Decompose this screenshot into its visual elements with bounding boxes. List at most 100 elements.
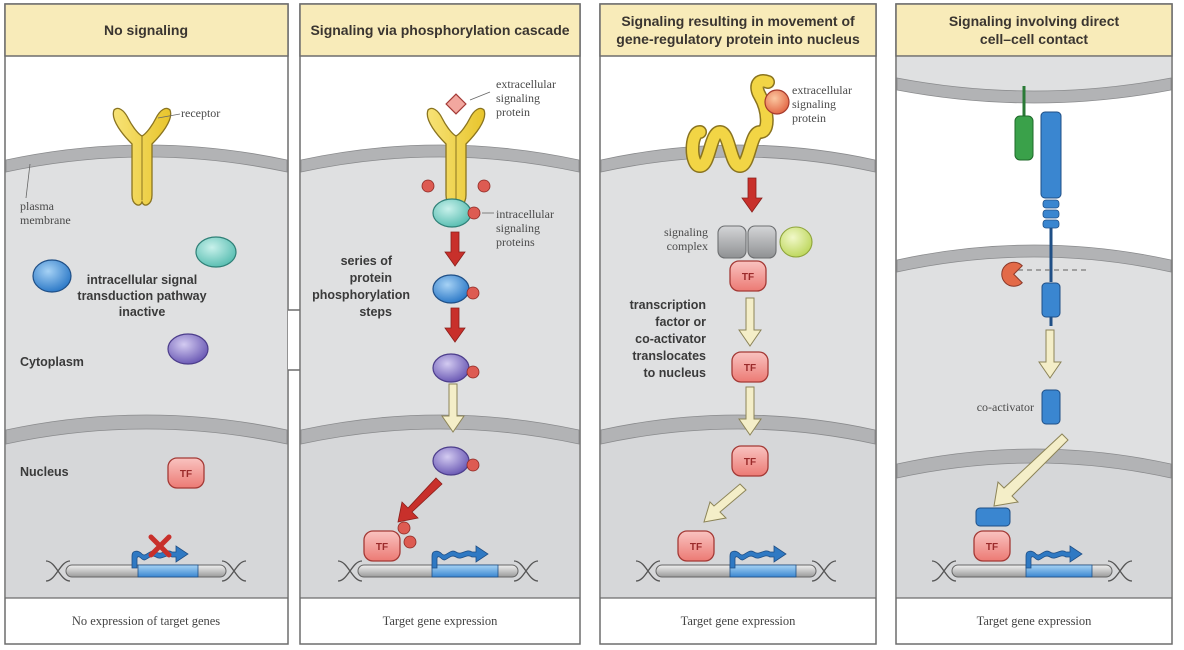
tf-label: TF <box>742 272 754 283</box>
nucleus-region <box>6 415 287 598</box>
pathway-label-1: intracellular signal <box>87 273 197 287</box>
translocation-label-1: transcription <box>630 298 706 312</box>
neighbor-cell-membrane <box>896 77 1172 104</box>
pale-diagonal-arrow-icon <box>993 433 1069 507</box>
intracellular-label-2: signaling <box>496 221 540 235</box>
panel-nuclear-translocation: Signaling resulting in movement of gene-… <box>599 3 877 645</box>
complex-label-2: complex <box>667 239 708 253</box>
gpcr-receptor-icon <box>687 75 774 172</box>
dna-icon <box>45 560 247 582</box>
phosphate-icon <box>467 206 481 220</box>
teal-protein-icon <box>195 236 237 268</box>
protease-icon <box>1001 261 1023 287</box>
extracellular-label-3: protein <box>792 111 826 125</box>
dna-icon <box>931 560 1133 582</box>
complex-label-1: signaling <box>664 225 708 239</box>
gene-region <box>729 564 797 578</box>
extracellular-label-2: signaling <box>792 97 836 111</box>
dna-icon <box>635 560 837 582</box>
notch-repeat-icon <box>1042 199 1060 209</box>
tf-label: TF <box>986 542 998 553</box>
panel-no-signaling: No signaling receptor plasma membrane in… <box>4 3 289 645</box>
translocation-label-3: co-activator <box>635 332 706 346</box>
pathway-label-3: inactive <box>119 305 166 319</box>
blocked-x-icon <box>148 534 172 558</box>
tf-label: TF <box>180 469 192 480</box>
panel-footer: Target gene expression <box>383 614 499 628</box>
notch-repeat-icon <box>1042 209 1060 219</box>
coactivator-bound-icon <box>975 507 1011 527</box>
translocation-label-5: to nucleus <box>643 366 706 380</box>
notch-repeat-icon <box>1042 219 1060 229</box>
panel-header <box>4 3 289 57</box>
purple-protein-icon <box>432 353 470 383</box>
nuclear-envelope <box>896 448 1172 479</box>
panel-header <box>299 3 581 57</box>
panel-title-line-2: cell–cell contact <box>980 31 1089 47</box>
phosphate-icon <box>397 521 411 535</box>
nucleus-region <box>897 449 1171 598</box>
nuclear-envelope <box>300 414 580 445</box>
extracellular-label-2: signaling <box>496 91 540 105</box>
extracellular-label-1: extracellular <box>792 83 852 97</box>
panel-title: No signaling <box>104 22 188 38</box>
phosphate-icon <box>421 179 435 193</box>
cascade-label-4: steps <box>359 305 392 319</box>
ligand-icon <box>764 89 790 115</box>
intracellular-label-3: proteins <box>496 235 535 249</box>
intracellular-label-1: intracellular <box>496 207 554 221</box>
panel-footer: Target gene expression <box>977 614 1093 628</box>
neighbor-cell-region <box>897 57 1171 91</box>
ligand-icon <box>445 93 467 115</box>
purple-protein-icon <box>432 446 470 476</box>
tf-label: TF <box>376 542 388 553</box>
phosphate-icon <box>477 179 491 193</box>
panel-cell-contact: Signaling involving direct cell–cell con… <box>895 3 1173 645</box>
gene-region <box>137 564 199 578</box>
panel-phosphorylation-cascade: Signaling via phosphorylation cascade ex… <box>299 3 581 645</box>
complex-subunit-icon <box>717 225 747 259</box>
membrane-label-2: membrane <box>20 213 71 227</box>
phosphate-icon <box>466 286 480 300</box>
nucleus-region <box>601 415 875 598</box>
panel-title-line-1: Signaling resulting in movement of <box>621 13 855 29</box>
panel-header <box>895 3 1173 57</box>
pale-diagonal-arrow-icon <box>703 483 747 523</box>
phosphate-icon <box>466 458 480 472</box>
coactivator-label: co-activator <box>977 400 1034 414</box>
plasma-membrane <box>896 244 1172 273</box>
red-diagonal-arrow-icon <box>397 477 443 523</box>
extracellular-label-3: protein <box>496 105 530 119</box>
notch-extracellular-icon <box>1040 111 1062 199</box>
tf-label: TF <box>744 363 756 374</box>
gene-region <box>1025 564 1093 578</box>
nuclear-envelope <box>5 414 288 445</box>
panel-header <box>599 3 877 57</box>
nuclear-envelope <box>600 414 876 445</box>
plasma-membrane <box>300 144 580 173</box>
purple-protein-icon <box>167 333 209 365</box>
panel-footer: Target gene expression <box>681 614 797 628</box>
cascade-label-1: series of <box>341 254 393 268</box>
cascade-label-2: protein <box>350 271 392 285</box>
panel-footer: No expression of target genes <box>72 614 220 628</box>
phosphate-icon <box>403 535 417 549</box>
dna-icon <box>337 560 539 582</box>
panel-title: Signaling via phosphorylation cascade <box>310 22 569 38</box>
translocation-label-2: factor or <box>655 315 706 329</box>
green-protein-icon <box>779 226 813 258</box>
translocation-label-4: translocates <box>632 349 706 363</box>
panel-title-line-2: gene-regulatory protein into nucleus <box>616 31 860 47</box>
teal-protein-icon <box>432 198 472 228</box>
phosphate-icon <box>466 365 480 379</box>
complex-subunit-icon <box>747 225 777 259</box>
cascade-label-3: phosphorylation <box>312 288 410 302</box>
blue-protein-icon <box>32 259 72 293</box>
pathway-label-2: transduction pathway <box>77 289 206 303</box>
blue-protein-icon <box>432 274 470 304</box>
notch-intracellular-icon <box>1041 282 1061 318</box>
membrane-label-1: plasma <box>20 199 55 213</box>
receptor-label: receptor <box>181 106 220 120</box>
coactivator-icon <box>1041 389 1061 425</box>
